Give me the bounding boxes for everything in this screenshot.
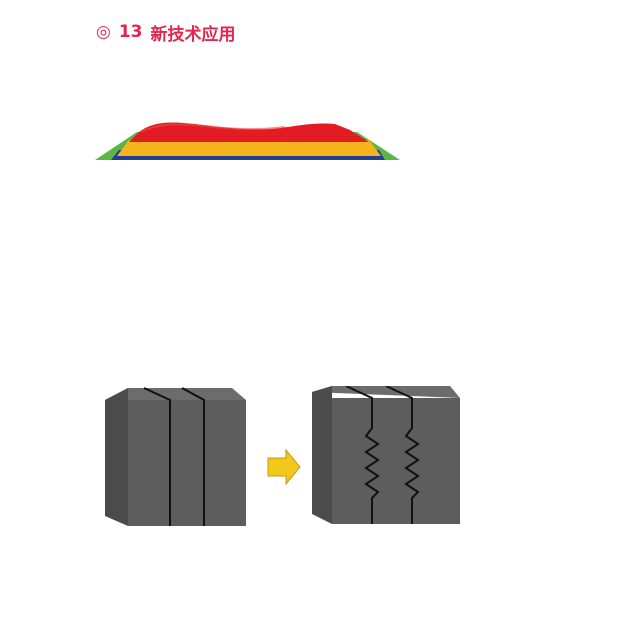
left-block-side	[105, 388, 128, 526]
left-block-front	[128, 400, 246, 526]
section-title: 新技术应用	[150, 24, 236, 45]
right-block	[312, 386, 460, 524]
red-top-highlight	[140, 123, 286, 133]
right-block-top	[312, 386, 460, 398]
block-deformation-figure	[105, 386, 460, 526]
left-cut-1	[143, 387, 171, 526]
yellow-middle-layer	[117, 140, 381, 156]
right-block-front	[332, 398, 460, 524]
arrow-icon	[267, 448, 301, 486]
left-block	[105, 387, 246, 526]
bullet-symbol: ◎	[96, 22, 111, 42]
red-top-layer	[129, 122, 369, 142]
right-block-side	[312, 386, 332, 524]
right-cut-2	[385, 386, 420, 524]
left-cut-2	[181, 387, 205, 526]
section-heading: ◎ 13 新技术应用	[96, 19, 236, 45]
layer-cross-section-figure	[95, 122, 400, 160]
left-block-top	[105, 388, 246, 400]
section-number: 13	[118, 22, 143, 42]
right-cut-1	[345, 386, 380, 524]
